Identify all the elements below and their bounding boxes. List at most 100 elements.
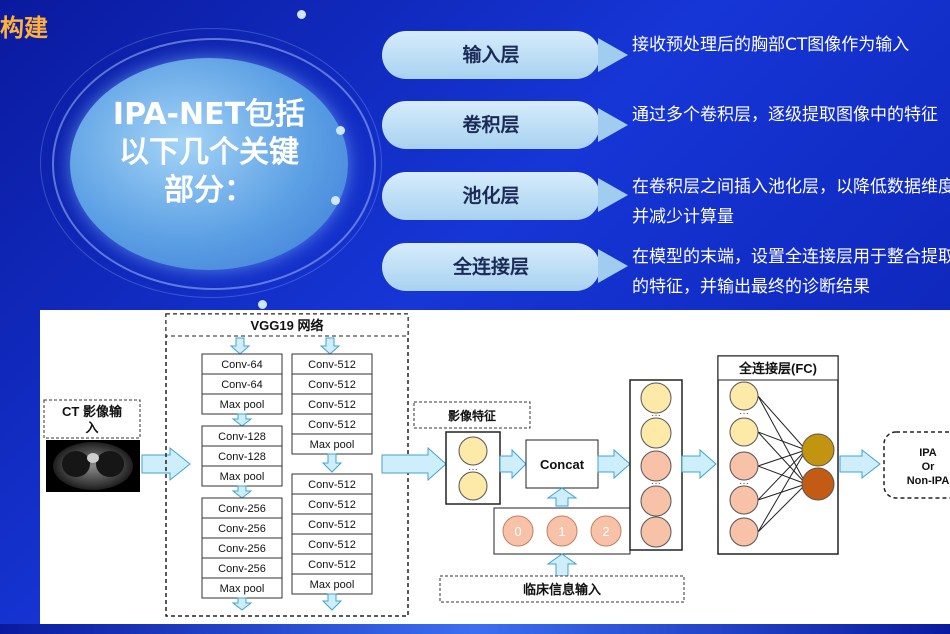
merged-node <box>640 382 672 414</box>
clinical-label-box <box>439 575 685 603</box>
arrow-fc-to-output <box>839 448 881 480</box>
vgg-layer-label: Conv-512 <box>308 539 356 551</box>
arrow-clinical-to-concat <box>546 487 578 507</box>
fc-ellipsis: ··· <box>739 408 749 419</box>
vgg-block-4: Conv-512 Conv-512 Conv-512 Conv-512 Max … <box>291 353 373 455</box>
feature-label-box <box>413 401 531 429</box>
vgg-block-1: Conv-64 Conv-64 Max pool <box>201 353 283 415</box>
decorative-dot <box>258 300 267 309</box>
layer-desc-line: 接收预处理后的胸部CT图像作为输入 <box>632 35 910 55</box>
layer-desc-pool: 在卷积层之间插入池化层，以降低数据维度 并减少计算量 <box>632 172 950 232</box>
vgg-layer-label: Conv-512 <box>308 559 356 571</box>
key-parts-heading: IPA-NET包括 以下几个关键 部分： <box>86 96 332 210</box>
decorative-dot <box>297 10 306 19</box>
key-parts-line-1: IPA-NET包括 <box>112 97 306 132</box>
ct-input-label-line2: 入 <box>85 420 98 435</box>
vgg-layer-label: Conv-512 <box>308 359 356 371</box>
clinical-node <box>590 515 622 547</box>
layer-desc-conv: 通过多个卷积层，逐级提取图像中的特征 <box>632 100 938 130</box>
merged-ellipsis: ··· <box>651 478 661 489</box>
fc-node <box>729 417 759 447</box>
fc-title-box <box>717 355 839 381</box>
architecture-diagram: CT 影像输 入 VGG19 网络 Conv-64 Conv-64 Max po… <box>40 310 950 624</box>
decorative-halo <box>52 38 376 290</box>
merged-ellipsis: ··· <box>651 410 661 421</box>
vgg-layer-label: Max pool <box>220 471 265 483</box>
arrow-down <box>231 413 253 427</box>
arrow-concat-to-merged <box>597 448 631 480</box>
vgg-layer-label: Conv-512 <box>308 419 356 431</box>
vgg-layer-label: Conv-256 <box>218 543 266 555</box>
key-parts-ellipse <box>70 58 348 270</box>
layer-desc-line: 并减少计算量 <box>632 207 734 227</box>
fc-output-node <box>801 467 835 501</box>
arrow-down <box>229 337 251 355</box>
vgg-layer-label: Conv-128 <box>218 431 266 443</box>
vgg-layer-label: Max pool <box>310 439 355 451</box>
vgg-layer-label: Conv-64 <box>221 379 263 391</box>
concat-label: Concat <box>540 457 585 472</box>
vgg-layer-label: Conv-512 <box>308 379 356 391</box>
output-box <box>883 431 950 499</box>
vgg-block-2: Conv-128 Conv-128 Max pool <box>201 425 283 487</box>
vgg-block-3: Conv-256 Conv-256 Conv-256 Conv-256 Max … <box>201 497 283 599</box>
arrow-down <box>231 485 253 499</box>
layer-desc-line: 在卷积层之间插入池化层，以降低数据维度 <box>632 177 950 197</box>
layer-desc-input: 接收预处理后的胸部CT图像作为输入 <box>632 30 909 60</box>
clinical-node-label: 1 <box>558 524 565 539</box>
vgg-layer-label: Max pool <box>220 399 265 411</box>
ct-input-label-line1: CT 影像输 <box>62 404 123 419</box>
pill-arrow <box>598 38 628 72</box>
ct-scan-image <box>46 440 140 492</box>
arrow-down <box>319 337 341 355</box>
layer-pill-input: 输入层 <box>382 31 600 79</box>
layer-desc-fc: 在模型的末端，设置全连接层用于整合提取 的特征，并输出最终的诊断结果 <box>632 242 950 302</box>
decorative-halo-outer <box>40 28 382 298</box>
vgg-title: VGG19 网络 <box>251 318 324 333</box>
feature-node <box>458 471 488 501</box>
layer-pill-fc: 全连接层 <box>382 243 600 291</box>
layer-desc-line: 通过多个卷积层，逐级提取图像中的特征 <box>632 105 938 125</box>
key-parts-line-2: 以下几个关键 <box>119 135 299 170</box>
vgg-layer-label: Max pool <box>220 583 265 595</box>
merged-node <box>640 417 672 449</box>
vgg-title-box <box>165 313 409 337</box>
concat-box <box>525 439 599 489</box>
merged-node <box>640 450 672 482</box>
fc-node <box>729 451 759 481</box>
merged-node <box>640 485 672 517</box>
clinical-node <box>502 515 534 547</box>
vgg-layer-label: Max pool <box>310 579 355 591</box>
decorative-dot <box>331 196 340 205</box>
pill-arrow <box>598 108 628 142</box>
key-parts-line-3: 部分： <box>164 173 254 208</box>
vgg-layer-label: Conv-128 <box>218 451 266 463</box>
arrow-merged-to-fc <box>681 448 717 480</box>
fc-node <box>729 381 759 411</box>
feature-ellipsis: ··· <box>468 464 478 475</box>
output-line-2: Or <box>922 461 936 473</box>
arrow-vgg-to-features <box>381 446 447 482</box>
fc-ellipsis: ··· <box>739 478 749 489</box>
fc-node <box>729 485 759 515</box>
ct-input-label-box <box>43 399 141 439</box>
vgg-block-5: Conv-512 Conv-512 Conv-512 Conv-512 Conv… <box>291 473 373 595</box>
clinical-label: 临床信息输入 <box>523 582 601 597</box>
fc-connections <box>757 395 807 533</box>
decorative-dot <box>336 126 345 135</box>
merged-node <box>640 516 672 548</box>
arrow-down <box>231 597 253 611</box>
layer-pill-pool: 池化层 <box>382 172 600 220</box>
vgg-layer-label: Conv-512 <box>308 399 356 411</box>
arrow-clinical-input <box>546 553 578 577</box>
arrow-down <box>321 453 343 473</box>
output-line-1: IPA <box>919 447 937 459</box>
fc-title: 全连接层(FC) <box>738 361 817 376</box>
pill-arrow <box>598 178 628 212</box>
feature-label: 影像特征 <box>448 408 496 423</box>
architecture-svg: CT 影像输 入 VGG19 网络 Conv-64 Conv-64 Max po… <box>43 313 950 617</box>
bottom-band <box>0 624 950 634</box>
fc-output-node <box>801 433 835 467</box>
arrow-features-to-concat <box>499 448 527 480</box>
fc-node <box>729 517 759 547</box>
